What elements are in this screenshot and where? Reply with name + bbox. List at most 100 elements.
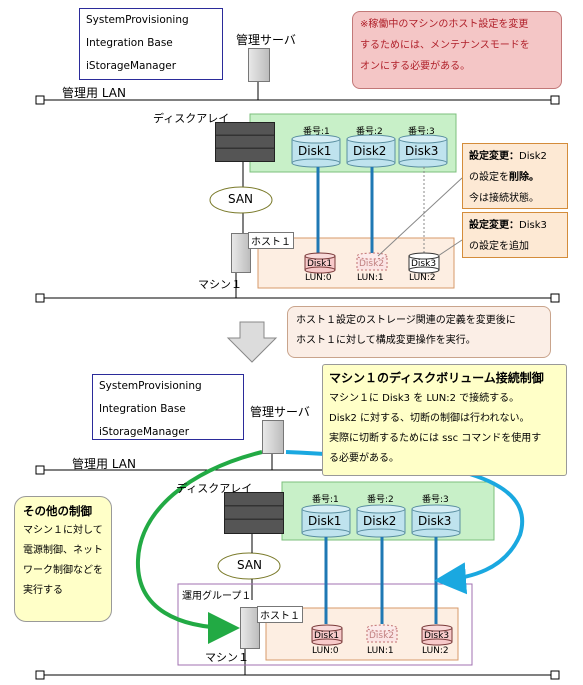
lun-cylinder-bottom-3 (421, 624, 453, 646)
disk-name-top-3: Disk3 (405, 144, 439, 158)
lun-id-bottom-2: LUN:1 (367, 646, 394, 656)
server-icon-top (248, 48, 270, 82)
callout-disk3-head: 設定変更： (469, 220, 519, 231)
san-label-top: SAN (228, 192, 254, 206)
warning-line: オンにする必要がある。 (360, 61, 471, 72)
software-item: iStorageManager (99, 426, 190, 438)
mgmt-server-label-bottom: 管理サーバ (250, 405, 310, 419)
callout-disk2-head: 設定変更： (469, 151, 519, 162)
callout-disk3-text: の設定を追加 (469, 241, 529, 252)
lun-disk-bottom-1: Disk1 (314, 631, 340, 641)
callout-disk3-text: Disk3 (519, 220, 547, 231)
machine-icon-top (231, 233, 251, 273)
lun-id-top-1: LUN:0 (305, 273, 332, 283)
san-label-bottom: SAN (237, 558, 263, 572)
disk-control-title: マシン１のディスクボリューム接続制御 (329, 371, 544, 385)
other-control-title: その他の制御 (23, 504, 92, 518)
disk-num-top-3: 番号:3 (408, 127, 435, 137)
lun-cylinder-bottom-1 (311, 624, 343, 646)
mgmt-server-label-top: 管理サーバ (236, 33, 296, 47)
software-box-bottom: SystemProvisioning Integration Base iSto… (92, 374, 244, 440)
software-item: SystemProvisioning (86, 14, 189, 26)
lun-disk-top-2: Disk2 (359, 259, 385, 269)
ops-group-label: 運用グループ１ (182, 591, 252, 602)
lun-cylinder-top-1 (304, 252, 336, 274)
lun-disk-bottom-3: Disk3 (424, 631, 450, 641)
lun-id-bottom-1: LUN:0 (312, 646, 339, 656)
warning-line: ※稼働中のマシンのホスト設定を変更 (360, 19, 529, 30)
disk-name-bottom-1: Disk1 (308, 514, 342, 528)
lun-cylinder-bottom-2 (366, 624, 398, 643)
software-item: iStorageManager (86, 60, 177, 72)
lun-disk-bottom-2: Disk2 (369, 631, 395, 641)
disk-num-top-1: 番号:1 (303, 127, 330, 137)
disk-control-line: マシン１に Disk3 を LUN:2 で接続する。 (329, 393, 520, 404)
disk-cylinder-top-1 (291, 134, 341, 168)
server-icon-bottom (262, 420, 284, 454)
other-control-line: 実行する (23, 585, 63, 596)
software-box-top: SystemProvisioning Integration Base iSto… (79, 8, 223, 80)
other-control-note: その他の制御 マシン１に対して 電源制御、ネット ワーク制御などを 実行する (14, 496, 112, 622)
software-item: SystemProvisioning (99, 380, 202, 392)
mgmt-lan-line-top-2 (35, 293, 560, 303)
software-item: Integration Base (99, 403, 186, 415)
disk-array-label-bottom: ディスクアレイ (176, 482, 253, 495)
software-item: Integration Base (86, 37, 173, 49)
host-label-top: ホスト１ (248, 232, 294, 249)
callout-disk2-text: の設定を (469, 172, 509, 183)
san-ellipse-bottom (217, 552, 281, 580)
callout-disk2: 設定変更：Disk2 の設定を削除。 今は接続状態。 (462, 143, 568, 209)
disk-array-label-top: ディスクアレイ (153, 112, 230, 125)
callout-disk2-text: 今は接続状態。 (469, 193, 539, 204)
disk-control-line: る必要がある。 (329, 453, 399, 464)
lun-id-bottom-3: LUN:2 (422, 646, 449, 656)
callout-disk2-text: Disk2 (519, 151, 547, 162)
lun-id-top-2: LUN:1 (357, 273, 384, 283)
callout-disk2-bold: 削除。 (509, 172, 539, 183)
mgmt-lan-label-bottom: 管理用 LAN (72, 457, 136, 471)
san-ellipse-top (209, 186, 273, 214)
disk-num-bottom-3: 番号:3 (422, 495, 449, 505)
disk-cylinder-top-3 (398, 134, 448, 168)
machine-icon-bottom (240, 607, 260, 649)
disk-num-top-2: 番号:2 (356, 127, 383, 137)
disk-cylinder-bottom-3 (411, 504, 461, 538)
host-label-bottom: ホスト１ (257, 606, 303, 623)
step-line: ホスト１設定のストレージ関連の定義を変更後に (296, 315, 516, 326)
other-control-line: ワーク制御などを (23, 565, 103, 576)
callout-pointer-disk3 (437, 239, 463, 257)
other-control-line: 電源制御、ネット (23, 545, 103, 556)
other-control-line: マシン１に対して (23, 525, 103, 536)
disk-control-line: 実際に切断するためには ssc コマンドを使用す (329, 433, 542, 444)
disk-array-icon-top (215, 122, 275, 162)
lun-cylinder-top-3 (408, 252, 440, 274)
step-note: ホスト１設定のストレージ関連の定義を変更後に ホスト１に対して構成変更操作を実行… (287, 306, 551, 358)
disk-name-top-1: Disk1 (298, 144, 332, 158)
step-line: ホスト１に対して構成変更操作を実行。 (296, 335, 476, 346)
disk-num-bottom-1: 番号:1 (312, 495, 339, 505)
mgmt-lan-line-bottom-2 (35, 670, 560, 680)
lun-disk-top-3: Disk3 (411, 259, 437, 269)
disk-cylinder-bottom-1 (301, 504, 351, 538)
callout-disk3: 設定変更：Disk3 の設定を追加 (462, 212, 568, 258)
warning-line: するためには、メンテナンスモードを (360, 40, 530, 51)
warning-note: ※稼働中のマシンのホスト設定を変更 するためには、メンテナンスモードを オンにす… (352, 11, 562, 89)
disk-control-line: Disk2 に対する、切断の制御は行われない。 (329, 413, 530, 424)
machine-label-bottom: マシン１ (205, 651, 249, 664)
lun-id-top-3: LUN:2 (409, 273, 436, 283)
disk-name-bottom-2: Disk2 (363, 514, 397, 528)
disk-array-icon-bottom (224, 492, 284, 534)
machine-label-top: マシン１ (198, 278, 242, 291)
disk-control-note: マシン１のディスクボリューム接続制御 マシン１に Disk3 を LUN:2 で… (322, 364, 567, 476)
callout-pointer-disk2 (377, 177, 463, 257)
mgmt-lan-label-top: 管理用 LAN (62, 86, 126, 100)
mgmt-lan-line-top (35, 95, 560, 105)
disk-name-top-2: Disk2 (353, 144, 387, 158)
disk-cylinder-top-2 (346, 134, 396, 168)
down-arrow (226, 321, 278, 363)
disk-cylinder-bottom-2 (356, 504, 406, 538)
control-arrow-green (135, 450, 263, 644)
disk-name-bottom-3: Disk3 (418, 514, 452, 528)
lun-disk-top-1: Disk1 (307, 259, 333, 269)
